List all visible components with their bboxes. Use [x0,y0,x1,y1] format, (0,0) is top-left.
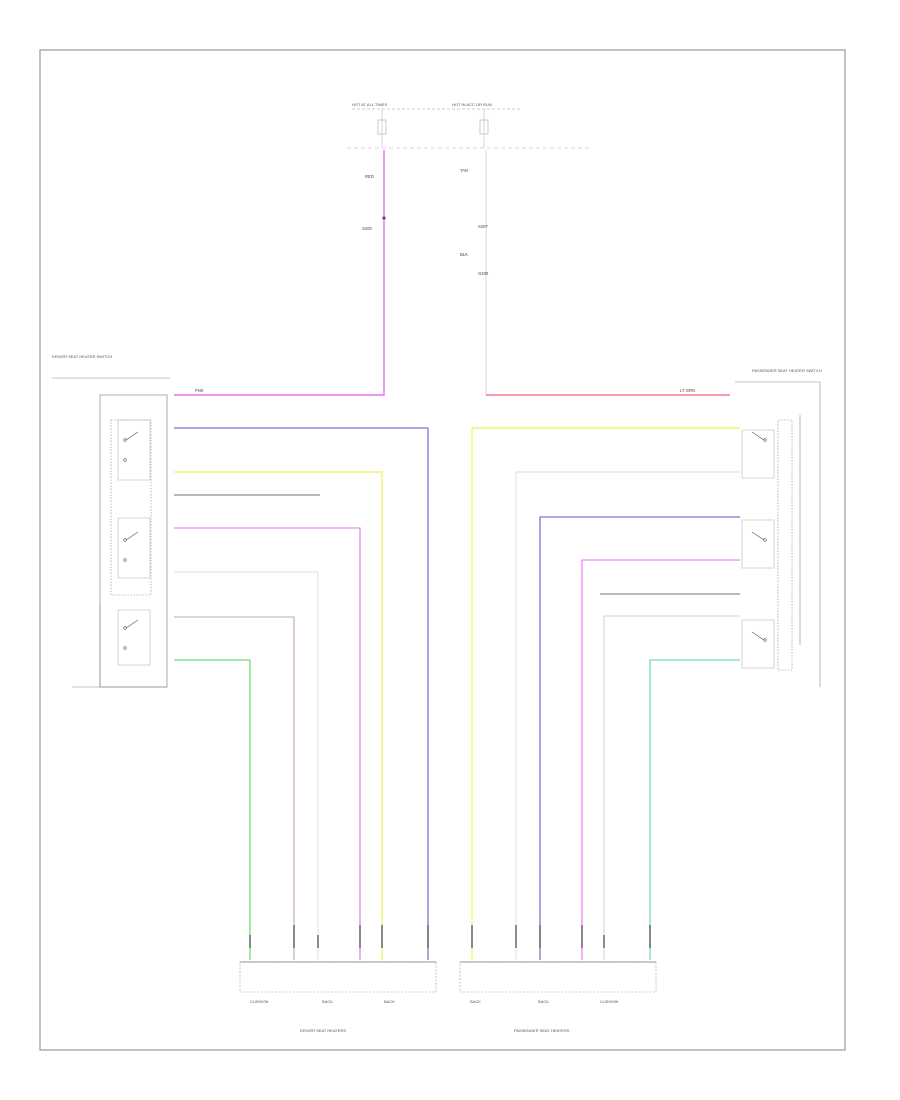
wire-greenblue-right [649,659,740,960]
wire-text: BLK [460,252,468,257]
left-module-label: DRIVER SEAT HEATERS [300,1028,346,1033]
wire-pink-feed [174,150,385,396]
wire-graypink-right [603,615,740,960]
heater-label: BACK [470,999,481,1004]
heater-label: BACK [322,999,333,1004]
wire-pink-left [174,527,361,960]
wire-gray-right [515,471,740,960]
heater-label: CUSHION [600,999,619,1004]
pass-feed-label: LT GRN [680,388,695,393]
fuse-label-1: HOT AT ALL TIMES [352,102,387,107]
wire-text: RED [365,174,374,179]
passenger-switch-label: PASSENGER SEAT HEATER SWITCH [752,368,822,373]
wire-text: S207 [478,224,488,229]
fuse-icon [479,119,489,135]
wire-blue-left [174,427,429,960]
fuse-icon [377,119,387,135]
wire-green-left [174,659,251,960]
splice-icon [382,216,386,220]
wire-yellow-left [174,471,383,960]
wire-text: S200 [362,226,372,231]
diagram-border [39,49,846,1051]
right-module-label: PASSENGER SEAT HEATERS [514,1028,570,1033]
power-header: HOT AT ALL TIMES HOT IN ACC OR RUN [347,102,590,149]
driver-switch: DRIVER SEAT HEATER SWITCH [52,354,170,688]
heater-label: CUSHION [250,999,269,1004]
wire-blue-right [539,516,740,960]
wire-yellow-right [471,427,740,960]
heater-label: BACK [384,999,395,1004]
driver-switch-label: DRIVER SEAT HEATER SWITCH [52,354,112,359]
right-heater-module: BACK BACK CUSHION PASSENGER SEAT HEATERS [459,961,657,1033]
wire-pinkgray-left [174,616,295,960]
connectors [249,925,651,948]
fuse-label-2: HOT IN ACC OR RUN [452,102,492,107]
wire-pink-right [581,559,740,960]
driver-feed-label: PNK [195,388,204,393]
heater-label: BACK [538,999,549,1004]
left-heater-module: CUSHION BACK BACK DRIVER SEAT HEATERS [239,961,437,1033]
wire-text: TAN [460,168,468,173]
wire-text: G200 [478,271,489,276]
wire-gray-left [174,571,319,960]
passenger-switch: PASSENGER SEAT HEATER SWITCH [735,368,822,687]
